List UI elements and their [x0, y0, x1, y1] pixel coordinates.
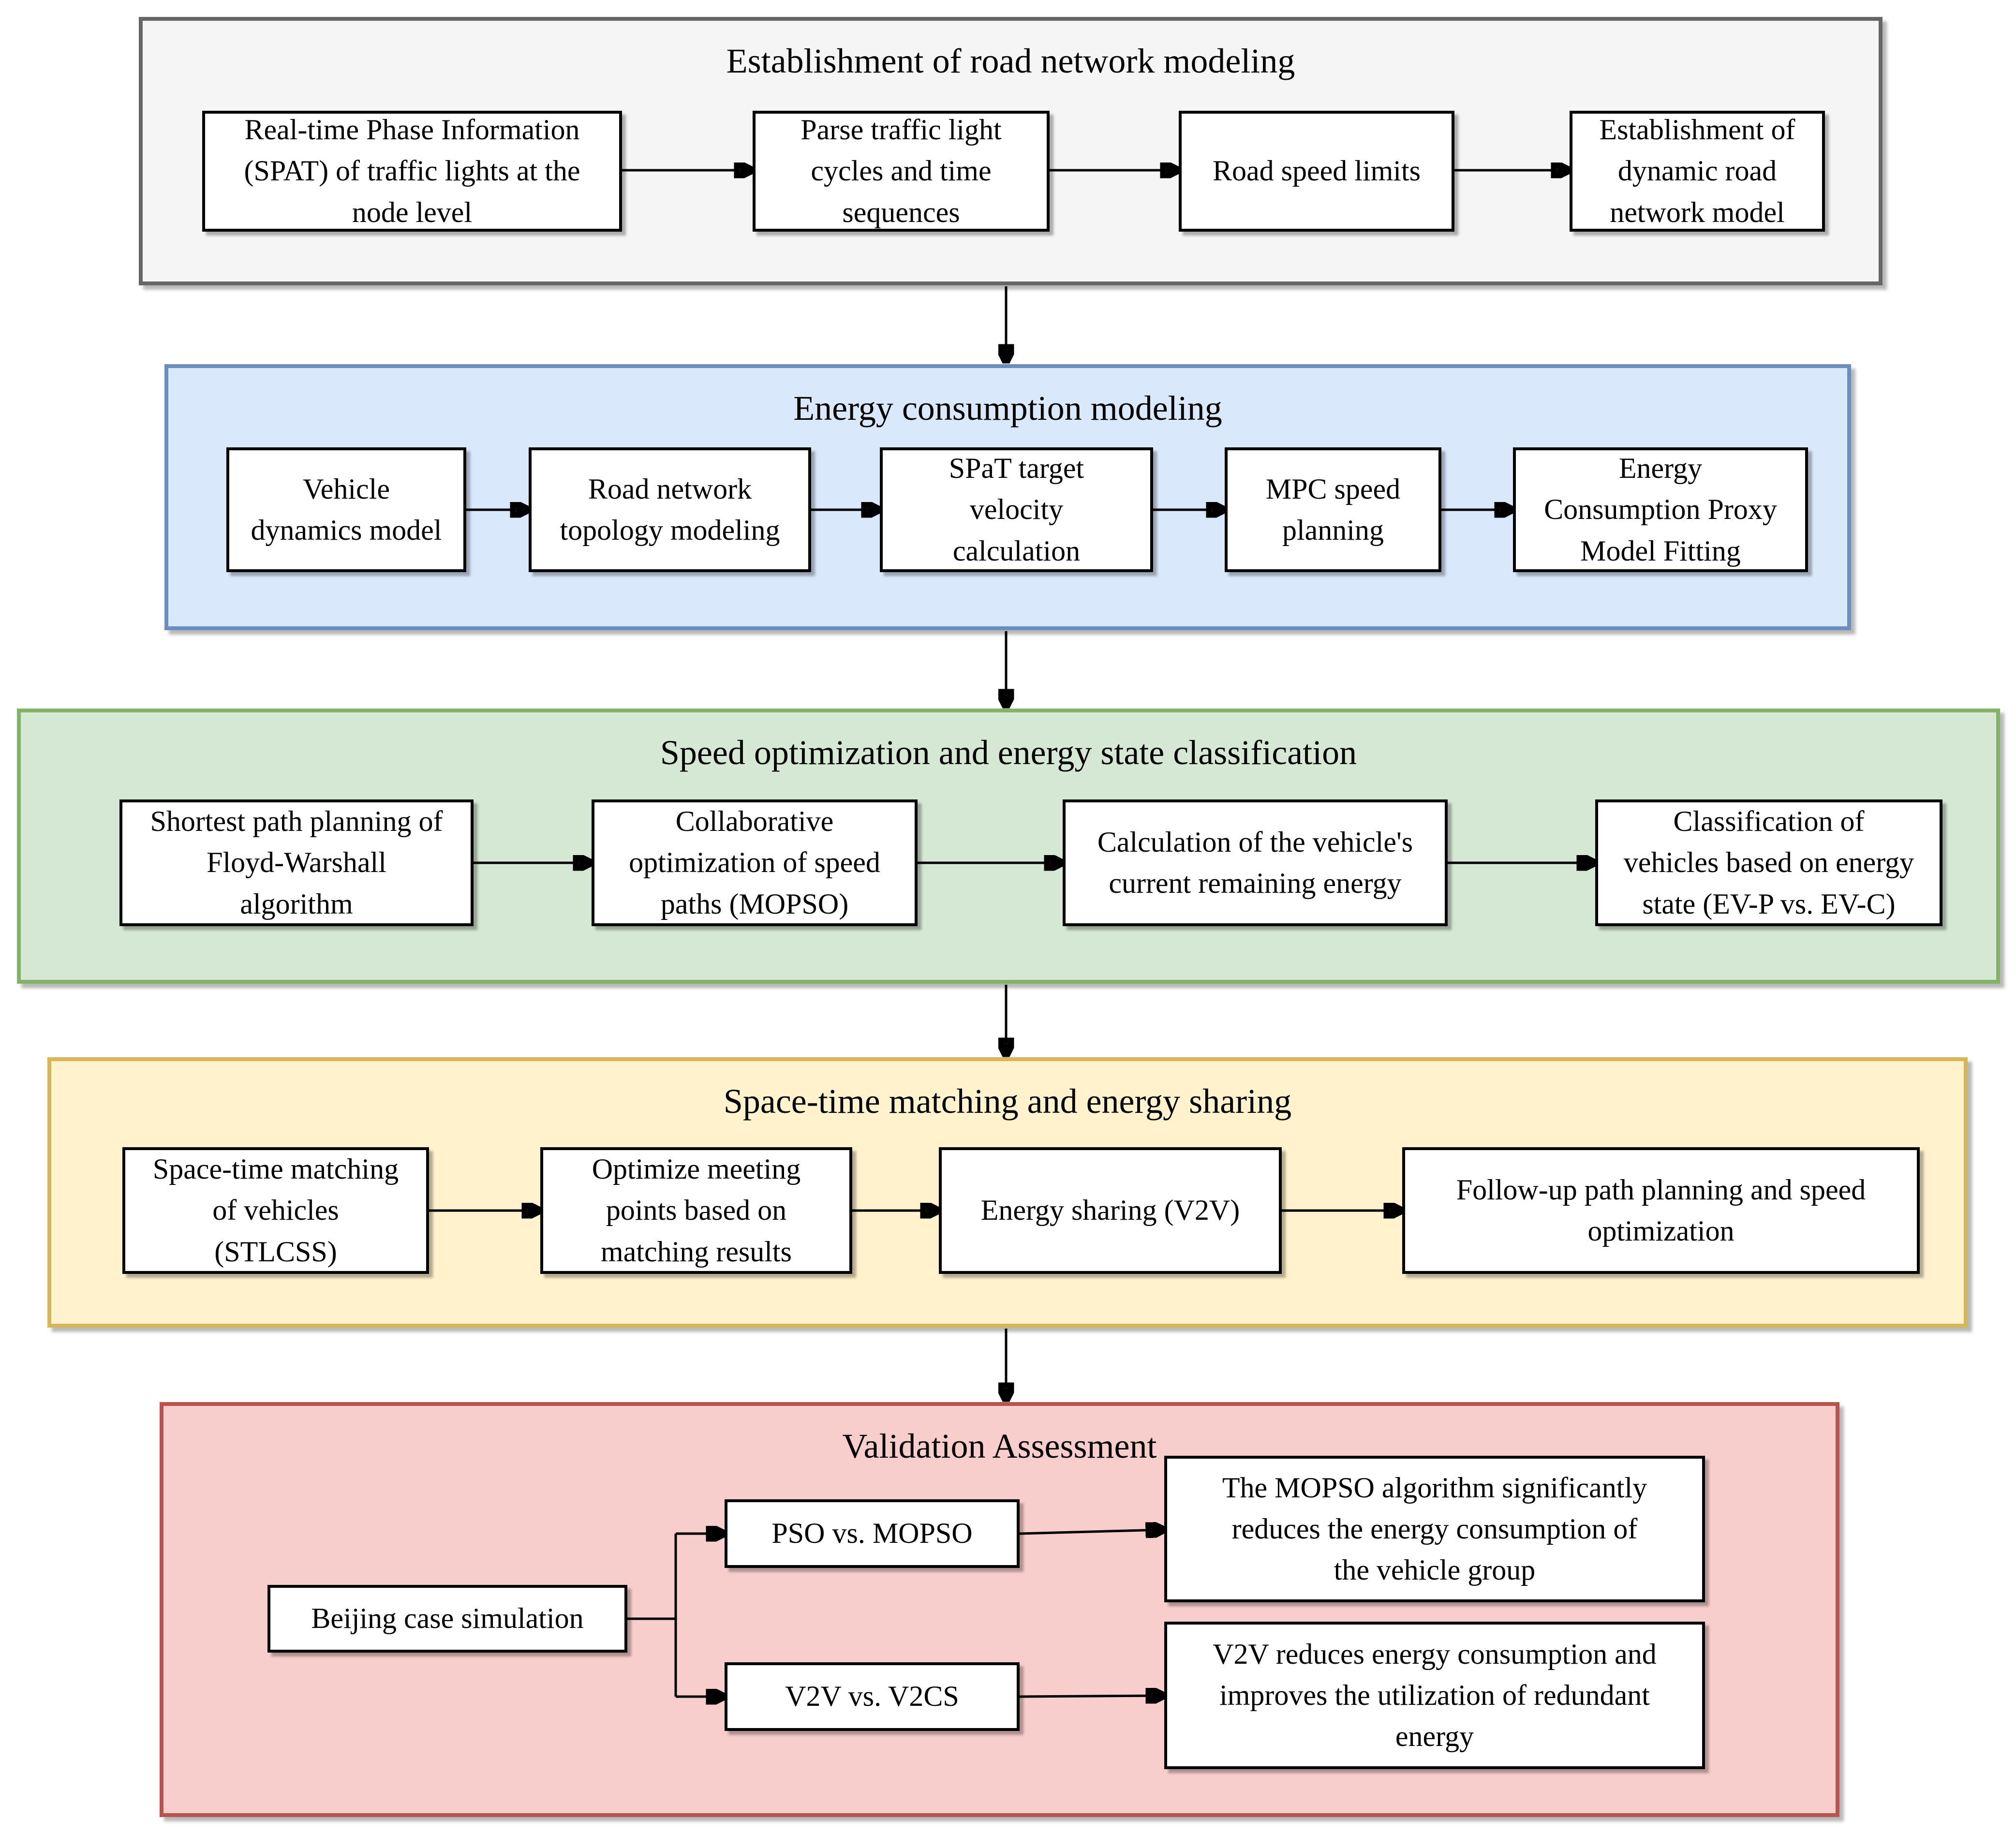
node-road-topology: Road network topology modeling	[529, 447, 811, 572]
section-title: Validation Assessment	[842, 1427, 1157, 1465]
node-v2v-result: V2V reduces energy consumption and impro…	[1164, 1622, 1705, 1769]
node-meeting-points: Optimize meeting points based on matchin…	[540, 1147, 852, 1274]
node-label: Shortest path planning of Floyd-Warshall…	[150, 805, 443, 920]
node-stlcss-matching: Space-time matching of vehicles (STLCSS)	[122, 1147, 429, 1274]
node-label: Road speed limits	[1213, 155, 1421, 187]
node-label: MPC speed planning	[1265, 473, 1401, 546]
node-beijing-case: Beijing case simulation	[267, 1585, 627, 1653]
node-floyd-warshall: Shortest path planning of Floyd-Warshall…	[119, 799, 474, 926]
node-label: Beijing case simulation	[311, 1602, 584, 1635]
node-label: Follow-up path planning and speed optimi…	[1456, 1173, 1866, 1247]
section-title: Establishment of road network modeling	[726, 42, 1295, 80]
section-road-network-modeling: Establishment of road network modeling R…	[139, 17, 1883, 285]
node-remaining-energy: Calculation of the vehicle's current rem…	[1063, 799, 1448, 926]
section-title: Energy consumption modeling	[793, 389, 1222, 428]
node-mpc-speed-planning: MPC speed planning	[1225, 447, 1441, 572]
node-label: V2V vs. V2CS	[785, 1680, 959, 1713]
node-label: PSO vs. MOPSO	[771, 1517, 973, 1550]
node-spat-velocity: SPaT target velocity calculation	[880, 447, 1153, 572]
node-label: Energy Consumption Proxy Model Fitting	[1544, 452, 1777, 567]
node-label: Calculation of the vehicle's current rem…	[1097, 826, 1413, 899]
node-label: Classification of vehicles based on ener…	[1623, 805, 1914, 920]
node-dynamic-road-network: Establishment of dynamic road network mo…	[1570, 111, 1825, 232]
node-pso-vs-mopso: PSO vs. MOPSO	[725, 1499, 1020, 1568]
node-followup-planning: Follow-up path planning and speed optimi…	[1402, 1147, 1920, 1274]
node-label: Road network topology modeling	[560, 473, 780, 546]
node-vehicle-dynamics: Vehicle dynamics model	[226, 447, 466, 572]
node-label: Energy sharing (V2V)	[980, 1194, 1240, 1227]
section-energy-consumption-modeling: Energy consumption modeling Vehicle dyna…	[164, 364, 1851, 630]
node-label: V2V reduces energy consumption and impro…	[1213, 1638, 1657, 1753]
section-title: Speed optimization and energy state clas…	[660, 733, 1357, 772]
node-label: Establishment of dynamic road network mo…	[1599, 114, 1795, 228]
node-label: Real-time Phase Information (SPAT) of tr…	[244, 114, 580, 228]
node-label: Parse traffic light cycles and time sequ…	[800, 114, 1002, 228]
node-label: The MOPSO algorithm significantly reduce…	[1222, 1471, 1647, 1586]
node-label: Vehicle dynamics model	[251, 473, 442, 546]
section-title: Space-time matching and energy sharing	[723, 1082, 1292, 1121]
node-label: Collaborative optimization of speed path…	[629, 805, 880, 920]
node-mopso-result: The MOPSO algorithm significantly reduce…	[1164, 1456, 1705, 1602]
node-label: Space-time matching of vehicles (STLCSS)	[152, 1153, 399, 1268]
node-label: Optimize meeting points based on matchin…	[592, 1153, 801, 1268]
node-energy-proxy-model: Energy Consumption Proxy Model Fitting	[1513, 447, 1808, 572]
node-energy-state-classification: Classification of vehicles based on ener…	[1595, 799, 1942, 926]
node-mopso-speed-paths: Collaborative optimization of speed path…	[592, 799, 918, 926]
node-spat-info: Real-time Phase Information (SPAT) of tr…	[202, 111, 622, 232]
section-space-time-matching: Space-time matching and energy sharing S…	[47, 1057, 1968, 1328]
node-road-speed-limits: Road speed limits	[1179, 111, 1454, 232]
node-parse-cycles: Parse traffic light cycles and time sequ…	[753, 111, 1050, 232]
node-energy-sharing-v2v: Energy sharing (V2V)	[939, 1147, 1282, 1274]
node-v2v-vs-v2cs: V2V vs. V2CS	[725, 1662, 1020, 1731]
section-speed-optimization-classification: Speed optimization and energy state clas…	[17, 709, 2000, 984]
node-label: SPaT target velocity calculation	[949, 452, 1084, 567]
section-validation-assessment: Validation Assessment Beijing case simul…	[160, 1402, 1839, 1817]
